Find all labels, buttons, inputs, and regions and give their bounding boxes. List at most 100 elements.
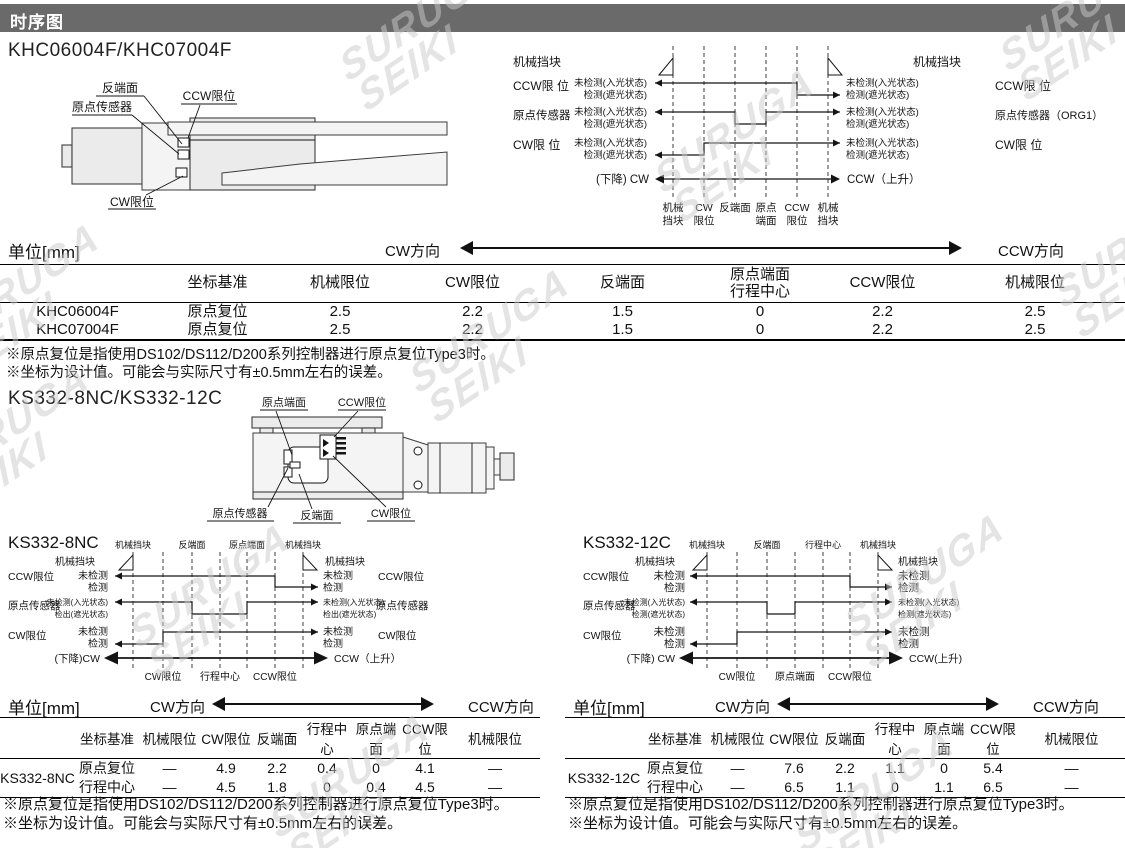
axis-label: 机械挡块: [689, 539, 725, 550]
label-ccw-limit: CCW限位: [338, 395, 386, 409]
signal-name: 机械挡块: [55, 555, 95, 568]
axis-label: 原点端面: [229, 539, 265, 550]
axis-label: 行程中心: [200, 670, 240, 683]
signal-name: CW限 位: [513, 137, 560, 152]
label-org-sensor: 原点传感器: [72, 99, 132, 114]
header-cell: 反端面: [820, 717, 870, 759]
cw-limit-trace: [655, 142, 840, 156]
cw-direction-label: CW方向: [715, 699, 770, 716]
label-cw-limit: CW限位: [110, 194, 154, 209]
khc-timing-diagram: 机械挡块 CCW限 位 原点传感器 CW限 位 未检测(入光状态) 检测(遮光状…: [513, 46, 1103, 227]
header-cell: 坐标基准: [643, 717, 707, 759]
value-cell: —: [162, 760, 177, 776]
value-cell: —: [488, 760, 502, 776]
state-label: 未检测: [323, 625, 353, 638]
state-label: 未检测: [78, 625, 108, 638]
state-label: 未检测(入光状态): [574, 137, 647, 149]
header-cell: 反端面: [252, 717, 302, 759]
khc-sensor-dog-1: [177, 137, 190, 148]
value-cell: 1.8: [267, 779, 287, 795]
arrow-right-icon: [949, 241, 962, 255]
state-label: 未检测: [78, 569, 108, 582]
value-cell: 2.2: [872, 321, 893, 338]
signal-name: CCW限 位: [513, 78, 569, 93]
value-cell: 2.2: [267, 760, 287, 776]
dir-right-label: CCW(上升): [909, 653, 962, 665]
header-cell: [0, 717, 75, 759]
header-cell: 机械限位: [1018, 717, 1125, 759]
ks8-notes: ※原点复位是指使用DS102/DS112/D200系列控制器进行原点复位Type…: [3, 795, 509, 833]
value-cell: —: [1064, 779, 1079, 795]
ccw-direction-label: CCW方向: [998, 243, 1064, 260]
ks12-position-table: 坐标基准 机械限位 CW限位 反端面 行程中心 原点端面 CCW限位 机械限位 …: [565, 717, 1125, 798]
value-cell: 7.6: [784, 760, 804, 776]
ccw-limit-trace: [115, 575, 318, 588]
signal-name: CCW限位: [583, 570, 630, 583]
signal-name: 机械挡块: [325, 555, 365, 568]
label-rev-face: 反端面: [301, 509, 334, 522]
value-cell: 2.2: [462, 321, 483, 338]
value-cell: 0.4: [366, 779, 386, 795]
basis-cell: 原点复位: [187, 303, 248, 320]
khc-stage-drawing: 反端面 CCW限位 原点传感器 CW限位: [61, 81, 448, 210]
value-cell: 0: [755, 303, 765, 320]
state-label: 未检测: [898, 569, 930, 582]
ccw-limit-trace: [655, 82, 840, 96]
khc-connector: [61, 144, 73, 168]
khc-upper-arm: [167, 121, 448, 136]
ks8-timing-diagram: KS332-8NC 机械挡块 反端面 原点端面 机械挡块 机械挡块 CCW限位 …: [8, 533, 429, 683]
ks-limit-sensor: [319, 434, 337, 460]
dir-right-label: CCW（上升）: [847, 173, 920, 186]
header-cell: 原点端面行程中心: [700, 264, 820, 303]
state-label: 检出(遮光状态): [55, 609, 109, 619]
value-cell: 6.5: [983, 779, 1003, 795]
ks-stage-drawing: 原点端面 CCW限位 原点传感器 反端面 CW限位: [207, 395, 515, 524]
state-label: 未检测(入光状态): [898, 597, 960, 607]
basis-cell: 原点复位: [79, 760, 135, 776]
state-label: 未检测: [898, 625, 930, 638]
header-cell: CW限位: [768, 717, 820, 759]
state-label: 检测: [664, 637, 685, 650]
note-line: ※坐标为设计值。可能会与实际尺寸有±0.5mm左右的误差。: [3, 815, 403, 832]
axis-label: CCW限位: [253, 670, 297, 683]
value-cell: 0: [323, 779, 331, 795]
value-cell: 1.1: [934, 779, 954, 795]
state-label: 检测: [323, 637, 343, 650]
axis-label: 反端面: [719, 201, 751, 214]
label-cw-limit: CW限位: [371, 506, 411, 520]
state-label: 检测(遮光状态): [846, 118, 909, 130]
label-org-face: 原点端面: [262, 396, 306, 409]
value-cell: 0.4: [317, 760, 337, 776]
value-cell: 4.1: [415, 760, 435, 776]
khc-position-table: 坐标基准 机械限位 CW限位 反端面 原点端面行程中心 CCW限位 机械限位 K…: [0, 264, 1125, 341]
direction-arrow: [212, 697, 434, 711]
signal-name: CW限位: [583, 629, 622, 642]
mech-stop-icon: [117, 553, 134, 571]
table-row: KS332-8NC 原点复位 — 4.9 2.2 0.4 0 4.1 —: [0, 759, 540, 786]
ccw-direction-label: CCW方向: [468, 699, 534, 716]
state-label: 检测: [323, 581, 343, 594]
state-label: 未检测(入光状态): [846, 77, 919, 89]
direction-arrow: [777, 697, 999, 711]
table-row: 行程中心 — 4.5 1.8 0 0.4 4.5 —: [0, 778, 540, 798]
state-label: 检测(遮光状态): [898, 609, 952, 619]
model-cell: KS332-8NC: [0, 769, 75, 786]
header-cell: CCW限位: [400, 717, 450, 759]
state-label: 未检测: [654, 569, 686, 582]
axis-label: 机械挡块: [818, 201, 839, 227]
page-title: 时序图: [10, 13, 64, 32]
value-cell: 0: [755, 321, 765, 338]
header-cell: 行程中心: [870, 717, 920, 759]
ks-section-title: KS332-8NC/KS332-12C: [8, 388, 223, 409]
arrow-right-icon: [421, 697, 434, 711]
org-sensor-trace: [690, 601, 892, 615]
signal-name: 机械挡块: [513, 54, 561, 69]
state-label: 未检测: [323, 569, 353, 582]
state-label: 检测: [898, 637, 919, 650]
header-cell: CCW限位: [820, 264, 945, 303]
screw-icon: [413, 480, 423, 490]
model-cell: KS332-12C: [567, 769, 641, 786]
ks-knob: [499, 452, 515, 481]
cw-direction-label: CW方向: [385, 243, 440, 260]
